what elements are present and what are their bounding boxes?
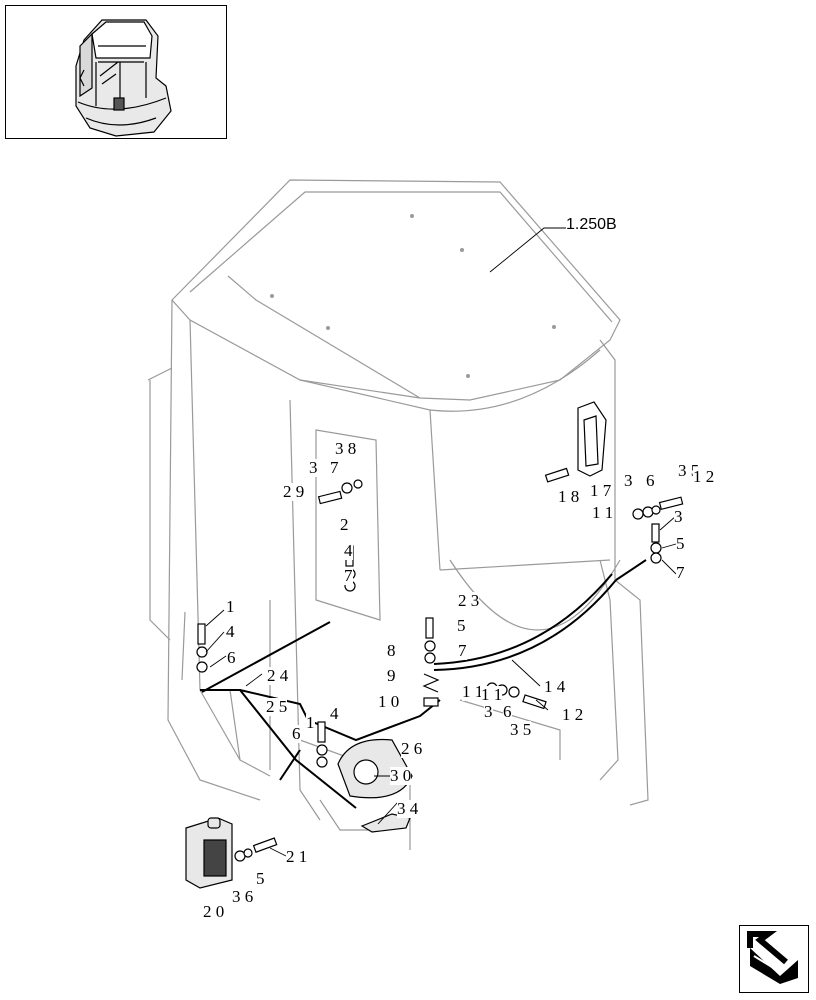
fasteners — [196, 467, 684, 862]
callout-c29[interactable]: 6 — [503, 702, 512, 721]
callout-c14[interactable]: 4 — [330, 704, 339, 723]
callout-c33[interactable]: 1 7 — [590, 481, 612, 500]
callout-c11[interactable]: 2 4 — [267, 666, 289, 685]
callout-c23[interactable]: 2 6 — [401, 739, 423, 758]
callout-c40[interactable]: 5 — [676, 534, 685, 553]
callout-c10[interactable]: 6 — [227, 648, 236, 667]
callout-c6[interactable]: 4 — [344, 541, 353, 560]
callout-c21[interactable]: 1 0 — [378, 692, 400, 711]
pad-34 — [360, 813, 411, 833]
callout-c42[interactable]: 2 1 — [286, 847, 308, 866]
callout-c25[interactable]: 3 4 — [397, 799, 419, 818]
callout-c5[interactable]: 2 — [340, 515, 349, 534]
callout-c18[interactable]: 7 — [458, 641, 467, 660]
callout-c38[interactable]: 1 1 — [592, 503, 614, 522]
callout-c19[interactable]: 8 — [387, 641, 396, 660]
callout-c4[interactable]: 2 9 — [283, 482, 305, 501]
callout-c12[interactable]: 2 5 — [266, 697, 288, 716]
callout-c3[interactable]: 7 — [330, 458, 339, 477]
callout-c20[interactable]: 9 — [387, 666, 396, 685]
callout-c13[interactable]: 1 — [306, 713, 315, 732]
callout-c1[interactable]: 3 8 — [335, 439, 357, 458]
reference-label[interactable]: 1.250B — [566, 216, 617, 233]
callout-c35[interactable]: 6 — [646, 471, 655, 490]
callout-c31[interactable]: 1 2 — [562, 705, 584, 724]
callout-c44[interactable]: 5 — [256, 869, 265, 888]
component-box — [185, 817, 233, 889]
callout-c39[interactable]: 3 — [674, 507, 683, 526]
return-arrow-icon — [747, 931, 798, 984]
callout-c27[interactable]: 1 4 — [544, 677, 566, 696]
callout-c9[interactable]: 4 — [226, 622, 235, 641]
wiring-harness — [200, 559, 647, 809]
callout-c46[interactable]: 3 6 — [232, 887, 254, 906]
cab-rivets — [270, 214, 556, 378]
cab-body-outline — [147, 179, 649, 850]
callout-c34[interactable]: 3 — [624, 471, 633, 490]
overview-thumbnail — [5, 5, 227, 139]
callout-c16[interactable]: 2 3 — [458, 591, 480, 610]
callout-c7[interactable]: 7 — [344, 566, 353, 585]
grab-handle — [577, 401, 607, 477]
callout-c15[interactable]: 6 — [292, 724, 301, 743]
callout-c37[interactable]: 1 2 — [693, 467, 715, 486]
callout-c22[interactable]: 1 1 — [462, 682, 484, 701]
callout-c24[interactable]: 3 0 — [390, 766, 412, 785]
cab-overview-icon — [75, 19, 172, 137]
callout-c26[interactable]: 1 1 — [481, 685, 503, 704]
leader-lines — [205, 227, 677, 857]
callout-c17[interactable]: 5 — [457, 616, 466, 635]
callout-c30[interactable]: 3 5 — [510, 720, 532, 739]
callout-c8[interactable]: 1 — [226, 597, 235, 616]
callout-c32[interactable]: 1 8 — [558, 487, 580, 506]
callout-c2[interactable]: 3 — [309, 458, 318, 477]
callout-c45[interactable]: 2 0 — [203, 902, 225, 921]
callout-c41[interactable]: 7 — [676, 563, 685, 582]
next-page-button[interactable] — [739, 925, 809, 993]
callout-c28[interactable]: 3 — [484, 702, 493, 721]
